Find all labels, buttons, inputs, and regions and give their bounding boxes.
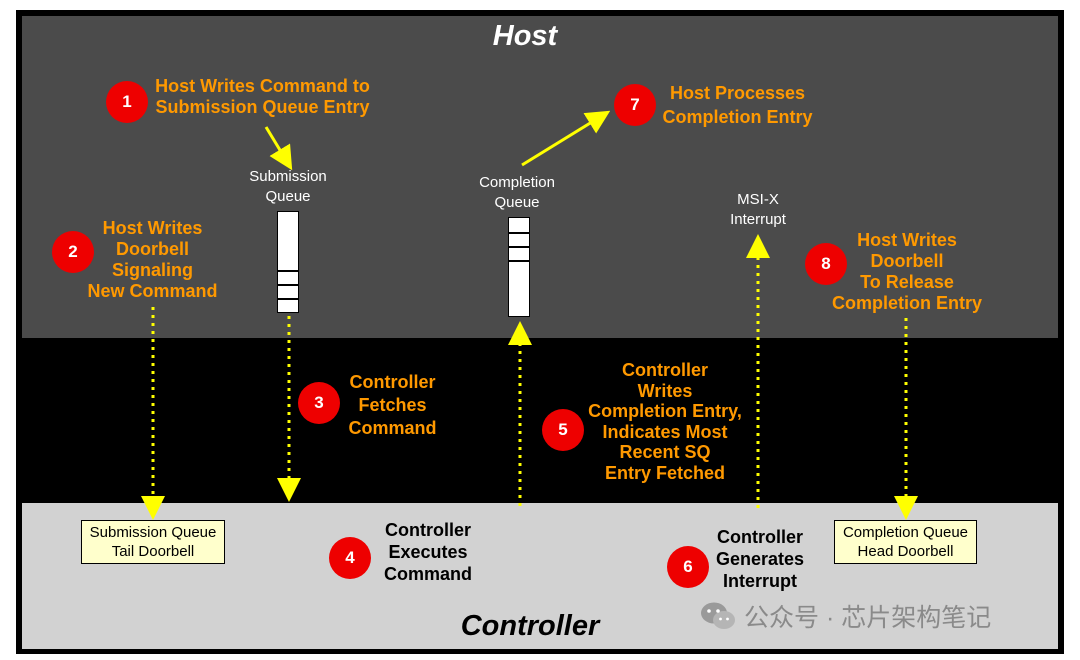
completion-queue-column [508, 217, 530, 317]
host-title: Host [492, 20, 558, 52]
controller-title: Controller [460, 610, 600, 642]
watermark-text: 公众号 · 芯片架构笔记 [744, 604, 992, 632]
arrow-step1 [264, 126, 293, 171]
step-1-badge: 1 [106, 81, 148, 123]
wechat-icon [701, 602, 735, 629]
watermark: 公众号 · 芯片架构笔记 [700, 598, 991, 634]
step-3-badge: 3 [298, 382, 340, 424]
step-8-badge: 8 [805, 243, 847, 285]
step-6-badge: 6 [667, 546, 709, 588]
step-4-badge: 4 [329, 537, 371, 579]
arrow-step7 [521, 110, 611, 167]
step-5-badge: 5 [542, 409, 584, 451]
submission-queue-column [277, 211, 299, 313]
host-zone [22, 16, 1058, 338]
step-2-badge: 2 [52, 231, 94, 273]
step-7-badge: 7 [614, 84, 656, 126]
